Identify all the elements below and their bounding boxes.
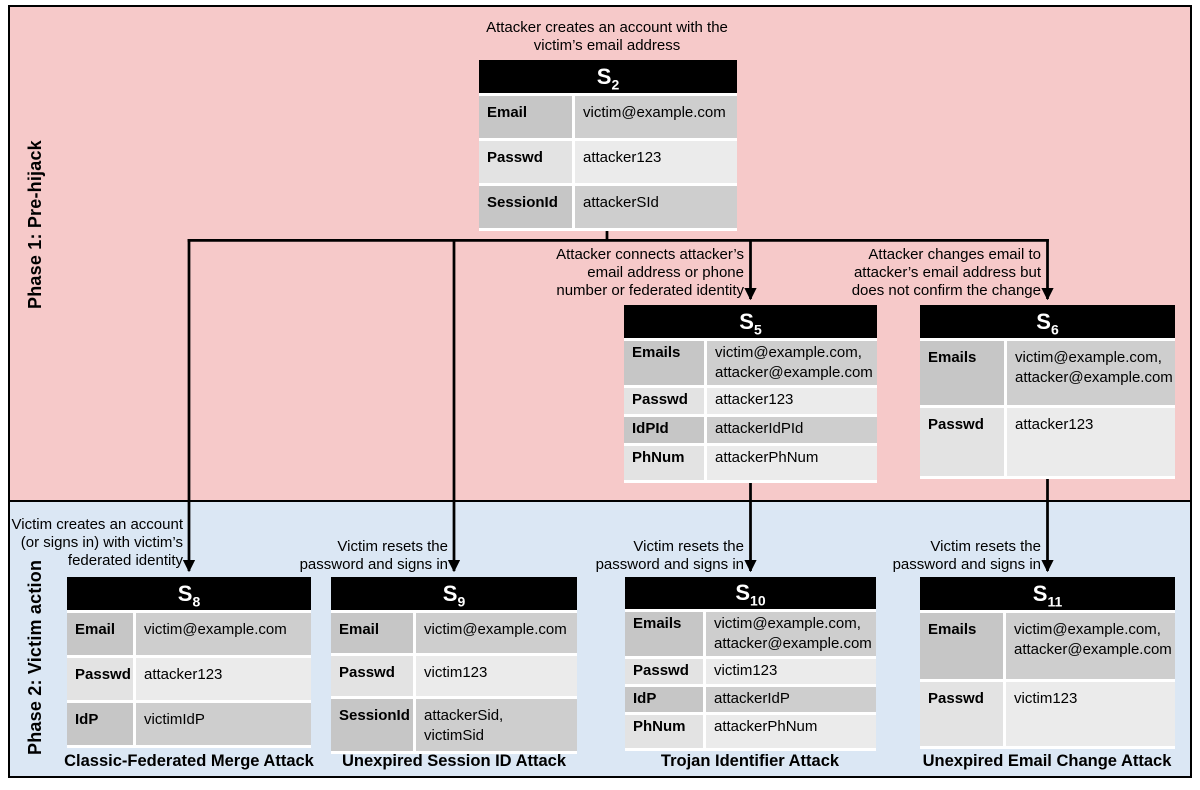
table-row: Passwd attacker123 [479, 141, 737, 183]
row-key: Email [479, 96, 572, 138]
row-value: attackerSid, victimSid [416, 699, 577, 751]
table-row: Passwd attacker123 [920, 408, 1175, 476]
state-table-s8: S8 Email victim@example.com Passwd attac… [67, 577, 311, 748]
state-table-s11: S11 Emails victim@example.com, attacker@… [920, 577, 1175, 749]
table-row: Passwd attacker123 [67, 658, 311, 700]
attack-label-classic-federated-merge: Classic-Federated Merge Attack [64, 752, 314, 770]
row-value: victim@example.com, attacker@example.com [1007, 341, 1175, 405]
row-key: Passwd [920, 682, 1003, 746]
table-header-s11: S11 [920, 577, 1175, 610]
row-key: Passwd [331, 656, 413, 696]
row-key: Email [67, 613, 133, 655]
table-row: IdPId attackerIdPId [624, 417, 877, 443]
table-header-s9: S9 [331, 577, 577, 610]
table-row: Email victim@example.com [67, 613, 311, 655]
table-row: Passwd victim123 [920, 682, 1175, 746]
caption-s2: Attacker creates an account with the vic… [486, 19, 728, 54]
row-value: victim@example.com, attacker@example.com [707, 341, 877, 385]
row-key: Email [331, 613, 413, 653]
row-value: attackerPhNum [707, 446, 877, 480]
row-value: attackerIdPId [707, 417, 877, 443]
state-symbol: S10 [735, 580, 766, 609]
table-header-s8: S8 [67, 577, 311, 610]
phase1-label: Phase 1: Pre-hijack [25, 140, 45, 310]
table-header-s6: S6 [920, 305, 1175, 338]
row-key: IdPId [624, 417, 704, 443]
state-table-s6: S6 Emails victim@example.com, attacker@e… [920, 305, 1175, 479]
row-value: victim@example.com [136, 613, 311, 655]
row-key: Passwd [479, 141, 572, 183]
table-row: Passwd victim123 [625, 659, 876, 684]
row-key: Emails [920, 613, 1003, 679]
row-value: attackerIdP [706, 687, 876, 712]
row-key: IdP [67, 703, 133, 745]
row-key: Emails [920, 341, 1004, 405]
row-value: attackerPhNum [706, 715, 876, 748]
row-value: attackerSId [575, 186, 737, 228]
row-value: attacker123 [707, 388, 877, 414]
row-value: victim@example.com [575, 96, 737, 138]
phase2-label: Phase 2: Victim action [25, 559, 45, 755]
row-key: SessionId [331, 699, 413, 751]
table-row: Email victim@example.com [331, 613, 577, 653]
table-row: PhNum attackerPhNum [624, 446, 877, 480]
attack-label-unexpired-email-change: Unexpired Email Change Attack [922, 752, 1172, 770]
caption-s10: Victim resets the password and signs in [595, 538, 744, 573]
state-table-s5: S5 Emails victim@example.com, attacker@e… [624, 305, 877, 483]
row-value: attacker123 [575, 141, 737, 183]
table-row: Passwd victim123 [331, 656, 577, 696]
state-symbol: S5 [739, 308, 762, 337]
table-row: Passwd attacker123 [624, 388, 877, 414]
row-key: PhNum [625, 715, 703, 748]
table-row: IdP attackerIdP [625, 687, 876, 712]
caption-s11: Victim resets the password and signs in [892, 538, 1041, 573]
state-symbol: S6 [1036, 308, 1059, 337]
row-key: Passwd [624, 388, 704, 414]
row-key: SessionId [479, 186, 572, 228]
caption-s6: Attacker changes email to attacker’s ema… [851, 246, 1041, 299]
row-value: victim123 [416, 656, 577, 696]
row-key: IdP [625, 687, 703, 712]
row-value: victim123 [1006, 682, 1175, 746]
row-value: victim@example.com, attacker@example.com [1006, 613, 1175, 679]
row-value: victimIdP [136, 703, 311, 745]
caption-s8: Victim creates an account (or signs in) … [11, 516, 183, 569]
row-key: Emails [624, 341, 704, 385]
state-symbol: S9 [442, 580, 466, 609]
row-key: PhNum [624, 446, 704, 480]
table-row: PhNum attackerPhNum [625, 715, 876, 748]
caption-s5: Attacker connects attacker’s email addre… [556, 246, 744, 299]
row-key: Passwd [920, 408, 1004, 476]
attack-label-trojan-identifier: Trojan Identifier Attack [660, 752, 840, 770]
table-row: Emails victim@example.com, attacker@exam… [920, 341, 1175, 405]
state-symbol: S8 [177, 580, 201, 609]
table-header-s10: S10 [625, 577, 876, 609]
caption-s9: Victim resets the password and signs in [299, 538, 448, 573]
row-key: Emails [625, 612, 703, 656]
table-row: Email victim@example.com [479, 96, 737, 138]
state-table-s10: S10 Emails victim@example.com, attacker@… [625, 577, 876, 751]
row-value: victim@example.com, attacker@example.com [706, 612, 876, 656]
table-row: Emails victim@example.com, attacker@exam… [920, 613, 1175, 679]
row-value: attacker123 [136, 658, 311, 700]
state-symbol: S11 [1032, 580, 1063, 609]
attack-label-unexpired-session-id: Unexpired Session ID Attack [341, 752, 567, 770]
table-header-s5: S5 [624, 305, 877, 338]
state-table-s2: S2 Email victim@example.com Passwd attac… [479, 60, 737, 231]
state-table-s9: S9 Email victim@example.com Passwd victi… [331, 577, 577, 754]
table-row: SessionId attackerSId [479, 186, 737, 228]
table-row: IdP victimIdP [67, 703, 311, 745]
row-key: Passwd [67, 658, 133, 700]
table-row: SessionId attackerSid, victimSid [331, 699, 577, 751]
row-value: victim123 [706, 659, 876, 684]
table-header-s2: S2 [479, 60, 737, 93]
row-key: Passwd [625, 659, 703, 684]
state-symbol: S2 [596, 63, 620, 92]
row-value: attacker123 [1007, 408, 1175, 476]
row-value: victim@example.com [416, 613, 577, 653]
table-row: Emails victim@example.com, attacker@exam… [625, 612, 876, 656]
table-row: Emails victim@example.com, attacker@exam… [624, 341, 877, 385]
